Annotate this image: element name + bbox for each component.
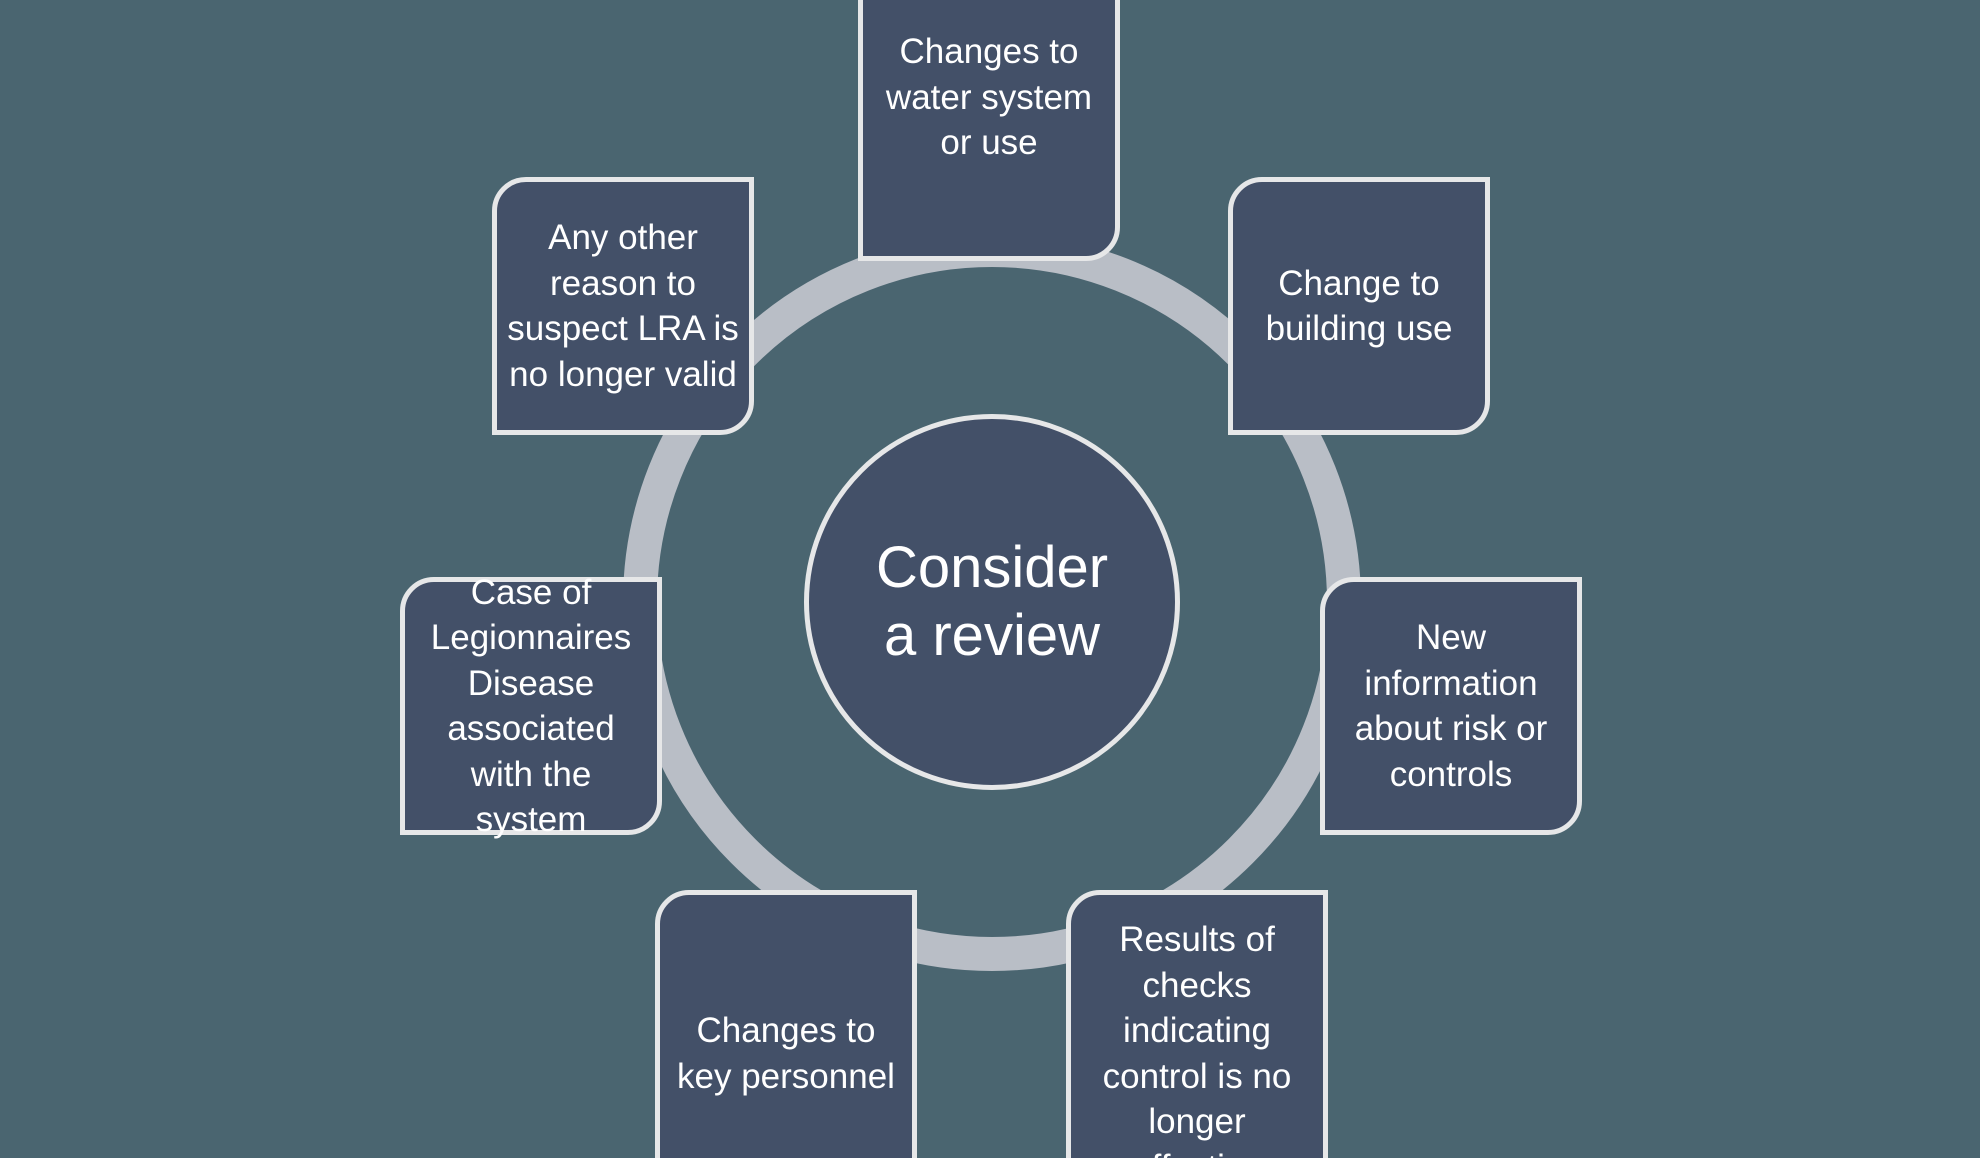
cycle-node-change-to-building-use[interactable]: Change to building use: [1228, 177, 1490, 435]
cycle-node-label: Change to building use: [1265, 263, 1453, 349]
cycle-node-label: Any other reason to suspect LRA is no lo…: [507, 218, 739, 394]
cycle-node-label: Changes to water system or use: [885, 32, 1093, 163]
cycle-hub-consider-a-review[interactable]: Consider a review: [804, 414, 1180, 790]
cycle-hub-label-line2: a review: [884, 603, 1100, 668]
cycle-node-label: Changes to key personnel: [677, 1011, 895, 1096]
cycle-node-new-information-about-risk[interactable]: New information about risk or controls: [1320, 577, 1582, 835]
cycle-node-any-other-reason-lra-invalid[interactable]: Any other reason to suspect LRA is no lo…: [492, 177, 754, 435]
cycle-node-changes-to-water-system-or-use[interactable]: Changes to water system or use: [858, 0, 1120, 261]
cycle-hub-label-line1: Consider: [875, 534, 1109, 600]
cycle-node-case-of-legionnaires-disease[interactable]: Case of Legionnaires Disease associated …: [400, 573, 662, 839]
cycle-node-label: Results of checks indicating control is …: [1102, 920, 1292, 1158]
cycle-node-label: New information about risk or controls: [1354, 618, 1548, 794]
cycle-node-results-of-checks[interactable]: Results of checks indicating control is …: [1066, 890, 1328, 1158]
cycle-node-label: Case of Legionnaires Disease associated …: [430, 572, 632, 840]
cycle-node-changes-to-key-personnel[interactable]: Changes to key personnel: [655, 890, 917, 1158]
